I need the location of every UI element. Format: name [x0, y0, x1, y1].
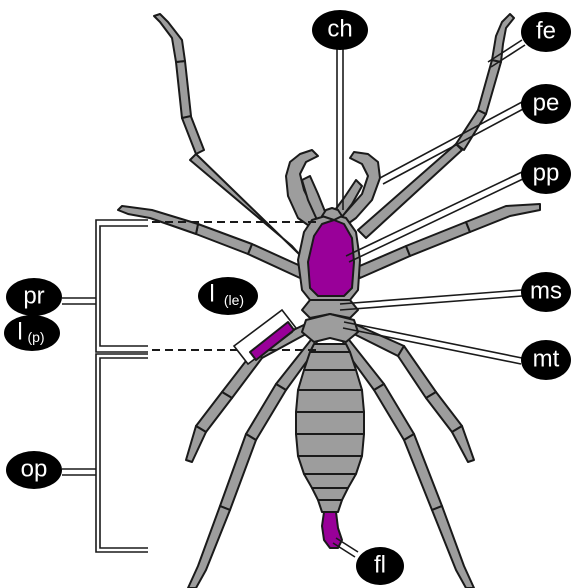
flagellum: [322, 512, 342, 548]
label-mt: mt: [521, 340, 571, 380]
label-l-p: l (p): [4, 315, 60, 351]
svg-text:ms: ms: [530, 278, 562, 305]
leg-2-left: [118, 206, 305, 278]
label-l-le: l (le): [198, 277, 258, 315]
label-fl: fl: [356, 547, 404, 585]
svg-text:op: op: [21, 456, 48, 483]
svg-text:pr: pr: [23, 283, 44, 310]
label-fe: fe: [521, 12, 571, 52]
leader-pe: [380, 102, 525, 184]
svg-text:(p): (p): [27, 329, 44, 345]
bracket-pr: [62, 220, 148, 352]
leg-4-right: [342, 336, 474, 588]
label-ch: ch: [312, 10, 368, 50]
svg-text:l: l: [17, 319, 22, 346]
svg-text:pe: pe: [533, 90, 560, 117]
label-pe: pe: [521, 84, 571, 124]
svg-text:fe: fe: [536, 18, 556, 45]
peltidia: [302, 300, 358, 342]
opisthosoma: [296, 344, 364, 512]
label-pp: pp: [521, 154, 571, 194]
label-op: op: [6, 451, 62, 489]
svg-text:ch: ch: [327, 16, 352, 43]
leader-ms: [340, 290, 522, 310]
label-ms: ms: [521, 272, 571, 312]
bracket-op: [62, 354, 148, 552]
svg-text:pp: pp: [533, 160, 560, 187]
svg-text:mt: mt: [533, 346, 560, 373]
svg-text:fl: fl: [374, 552, 386, 579]
label-pr: pr: [6, 278, 62, 316]
leg-4-left: [188, 336, 318, 588]
svg-text:l: l: [209, 281, 214, 308]
svg-text:(le): (le): [224, 292, 244, 308]
leader-ch: [337, 44, 343, 210]
